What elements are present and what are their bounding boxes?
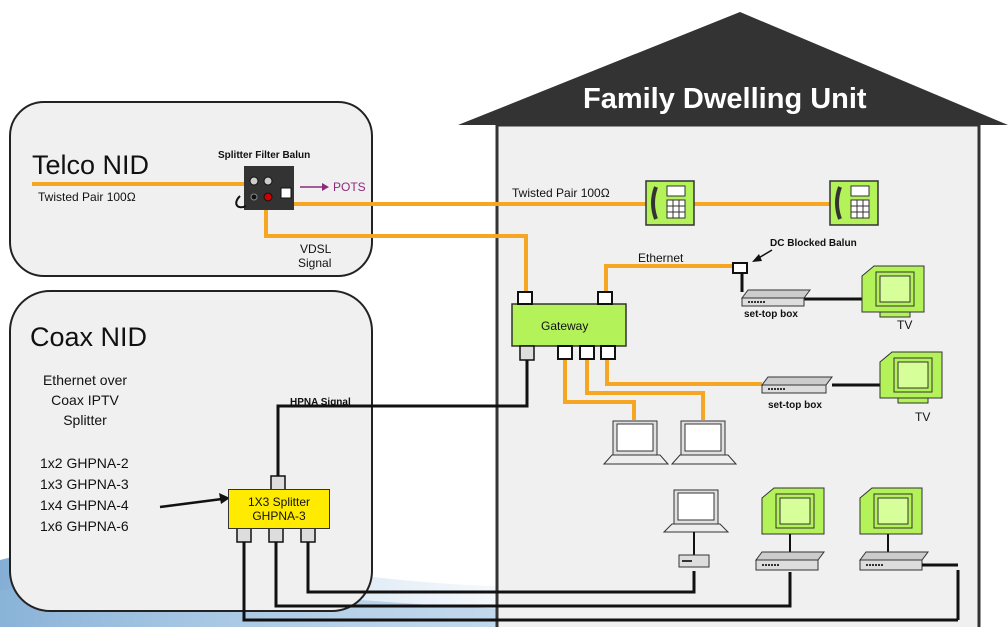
set-top-box-label-1: set-top box: [744, 309, 798, 320]
telco-wire-label: Twisted Pair 100Ω: [38, 190, 136, 204]
coax-connector-icon: [519, 345, 535, 361]
arrow-icon: [159, 493, 230, 509]
rj45-port-icon: [557, 345, 573, 360]
laptop-icon: [602, 420, 670, 465]
pots-label: POTS: [333, 180, 366, 194]
splitter-box-line2: GHPNA-3: [252, 509, 306, 523]
coax-nid-title: Coax NID: [30, 322, 148, 352]
vdsl-label-line1: VDSL: [300, 242, 332, 256]
telco-nid-box: [9, 101, 373, 277]
arrow-icon: [752, 249, 773, 262]
ethernet-label: Ethernet: [638, 251, 684, 265]
tv-label-2: TV: [915, 410, 931, 424]
rj45-port-icon: [517, 291, 533, 305]
splitter-filter-balun-label: Splitter Filter Balun: [218, 150, 311, 161]
coax-desc-line: Ethernet over: [42, 372, 128, 388]
coax-splitter-connectors: [236, 475, 316, 543]
dc-balun-device: [732, 262, 748, 274]
splitter-model-list: 1x2 GHPNA-2 1x3 GHPNA-3 1x4 GHPNA-4 1x6 …: [40, 453, 129, 537]
coax-wires: [242, 272, 958, 622]
house-title: Family Dwelling Unit: [583, 83, 867, 115]
inside-twisted-pair-label: Twisted Pair 100Ω: [512, 186, 610, 200]
phone-icon: [829, 180, 879, 226]
house-roof: [458, 12, 1008, 125]
laptop-icon: [670, 420, 738, 465]
gateway-label: Gateway: [541, 319, 589, 333]
splitter-box-line1: 1X3 Splitter: [247, 495, 311, 509]
coax-desc-line: Splitter: [63, 412, 107, 428]
hpna-signal-label: HPNA Signal: [290, 397, 351, 408]
dc-balun-label: DC Blocked Balun: [770, 238, 857, 249]
telco-nid-title: Telco NID: [32, 150, 150, 180]
gateway-device: [511, 291, 627, 361]
twisted-pair-wires: [32, 182, 830, 420]
arrow-icon: [300, 183, 329, 191]
tv-icon: [861, 265, 925, 318]
splitter-model: 1x4 GHPNA-4: [40, 497, 129, 513]
set-top-box-icon: [678, 554, 710, 568]
rj45-port-icon: [597, 291, 613, 305]
phone-icon: [645, 180, 695, 226]
set-top-box-label-2: set-top box: [768, 400, 822, 411]
tv-icon: [879, 351, 943, 404]
vdsl-label-line2: Signal: [298, 256, 332, 270]
set-top-box-icon: [859, 551, 929, 571]
coax-connector-icon: [268, 527, 284, 543]
set-top-box-icon: [741, 289, 811, 307]
splitter-model: 1x2 GHPNA-2: [40, 455, 129, 471]
laptop-icon: [662, 489, 730, 533]
tv-icon: [761, 487, 825, 535]
coax-1x3-splitter: 1X3 Splitter GHPNA-3: [228, 489, 330, 529]
coax-connector-icon: [300, 527, 316, 543]
rj45-port-icon: [579, 345, 595, 360]
set-top-box-icon: [761, 376, 833, 394]
tv-icon: [859, 487, 923, 535]
set-top-box-icon: [755, 551, 825, 571]
coax-desc-line: Coax IPTV: [51, 392, 119, 408]
coax-connector-icon: [236, 527, 252, 543]
tv-label-1: TV: [897, 318, 913, 332]
splitter-model: 1x6 GHPNA-6: [40, 518, 129, 534]
splitter-filter-balun: [235, 166, 294, 210]
splitter-model: 1x3 GHPNA-3: [40, 476, 129, 492]
coax-connector-icon: [270, 475, 286, 491]
rj45-port-icon: [600, 345, 616, 360]
coax-nid-desc: Ethernet over Coax IPTV Splitter: [30, 370, 140, 430]
